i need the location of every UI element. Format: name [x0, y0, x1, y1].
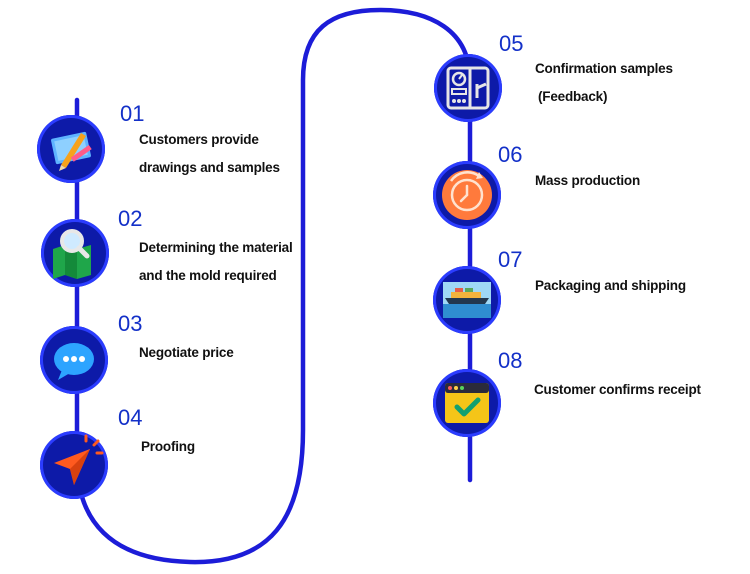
step-04-number: 04: [118, 405, 143, 430]
step-03-number: 03: [118, 311, 143, 336]
step-05-circle: [434, 54, 502, 122]
map-magnifier-icon: [53, 229, 91, 279]
step-07-number: 07: [498, 247, 523, 272]
paper-plane-icon: [54, 434, 104, 485]
step-05-label-line1: Confirmation samples: [535, 61, 673, 76]
step-06-label-line1: Mass production: [535, 173, 641, 188]
step-01-number: 01: [120, 101, 145, 126]
step-04-circle: [40, 431, 108, 499]
clock-icon: [442, 170, 492, 220]
step-08-circle: [433, 369, 501, 437]
step-08-label-line1: Customer confirms receipt: [534, 382, 701, 397]
step-03-label-line1: Negotiate price: [139, 345, 234, 360]
step-06-number: 06: [498, 142, 523, 167]
step-02-circle: [41, 219, 109, 287]
design-tools-icon: [51, 131, 92, 171]
cargo-ship-icon: [443, 282, 491, 318]
step-07-label-line1: Packaging and shipping: [535, 278, 686, 293]
step-05-label-line2: (Feedback): [538, 89, 608, 104]
step-07-circle: [433, 266, 501, 334]
step-05-number: 05: [499, 31, 524, 56]
browser-check-icon: [445, 383, 489, 423]
step-08-number: 08: [498, 348, 523, 373]
step-01-label-line2: drawings and samples: [139, 160, 280, 175]
step-03-circle: [40, 326, 108, 394]
step-02-number: 02: [118, 206, 143, 231]
control-panel-icon: [446, 66, 490, 110]
step-02-label-line2: and the mold required: [139, 268, 277, 283]
step-04-label-line1: Proofing: [141, 439, 195, 454]
step-01-circle: [37, 115, 105, 183]
step-06-circle: [433, 161, 501, 229]
step-02-label-line1: Determining the material: [139, 240, 293, 255]
chat-bubble-icon: [54, 343, 94, 380]
step-01-label-line1: Customers provide: [139, 132, 259, 147]
